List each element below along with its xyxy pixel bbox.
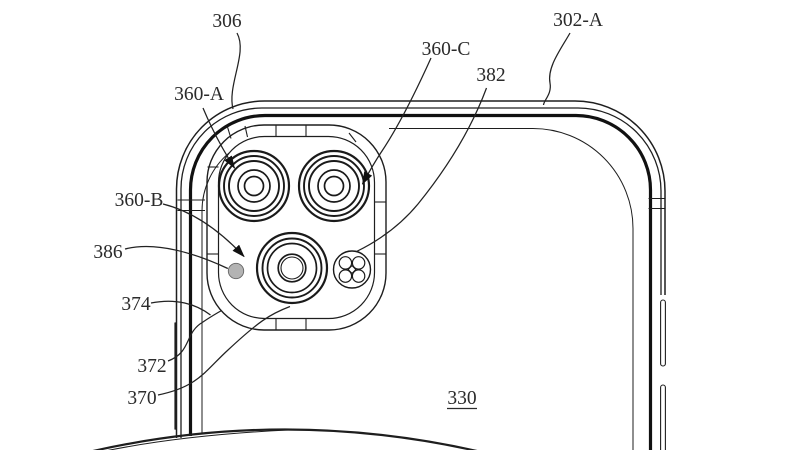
camera-lens-360B-bottom xyxy=(255,231,329,305)
label-306: 306 xyxy=(212,11,242,32)
lens-ring xyxy=(277,253,307,283)
lens-ring xyxy=(243,175,265,197)
label-330: 330 xyxy=(447,388,476,409)
lens-ring xyxy=(317,169,351,203)
lens-ring xyxy=(280,256,304,280)
label-382: 382 xyxy=(476,65,505,86)
lens-ring xyxy=(303,155,365,217)
label-386: 386 xyxy=(93,242,123,263)
lens-ring xyxy=(261,237,323,299)
bump-divider-tick xyxy=(226,126,232,139)
leader-lines xyxy=(124,32,571,396)
housing-outer-edge xyxy=(175,100,666,438)
flash-petal xyxy=(338,269,353,283)
lens-ring xyxy=(323,175,345,197)
frame-segment-right-lower xyxy=(660,384,666,450)
flash-petal xyxy=(338,256,353,270)
camera-bump-inner xyxy=(217,135,376,320)
lens-ring xyxy=(223,155,285,217)
stainless-band-line xyxy=(188,113,653,450)
label-360C: 360-C xyxy=(422,39,471,60)
leader-382 xyxy=(356,87,488,253)
frame-segment-right-upper xyxy=(660,299,666,367)
reference-labels: 306 302-A 360-C 382 360-A 360-B 386 374 … xyxy=(93,10,603,410)
label-302A: 302-A xyxy=(553,10,603,31)
lens-ring xyxy=(228,160,280,212)
bump-divider-tick xyxy=(348,132,357,143)
microphone-386-dot xyxy=(227,262,245,280)
dome-arc-inner xyxy=(107,429,289,450)
leader-360C xyxy=(361,57,432,185)
lens-ring xyxy=(308,160,360,212)
leader-302A xyxy=(542,32,571,106)
housing-outer-edge-inner-line xyxy=(180,107,662,438)
leader-386 xyxy=(124,245,229,270)
flash-center-diamond xyxy=(347,264,357,275)
bump-divider-tick xyxy=(244,125,249,138)
camera-bump xyxy=(206,124,387,331)
camera-lens-360C-top-right xyxy=(297,149,371,223)
label-372: 372 xyxy=(137,356,166,377)
dome-arc-outer xyxy=(92,428,478,450)
camera-bump-outer xyxy=(206,124,387,331)
lens-ring xyxy=(217,149,291,223)
label-360B: 360-B xyxy=(115,190,164,211)
label-370: 370 xyxy=(127,388,156,409)
leader-360A xyxy=(202,107,236,169)
bottom-dome xyxy=(92,428,478,450)
lens-ring xyxy=(266,242,318,294)
leader-372 xyxy=(167,309,222,362)
flash-outline xyxy=(332,250,372,289)
phone-housing xyxy=(174,100,666,450)
leader-306 xyxy=(231,32,241,110)
lens-ring xyxy=(255,231,329,305)
back-glass-edge-left xyxy=(201,152,230,434)
leader-374 xyxy=(150,300,211,316)
flash-petal xyxy=(351,269,366,283)
flash-cluster-382 xyxy=(332,250,372,289)
flash-petal xyxy=(351,256,366,270)
lens-ring xyxy=(237,169,271,203)
leader-360B xyxy=(162,203,245,258)
label-374: 374 xyxy=(121,294,151,315)
back-glass-edge-right xyxy=(389,128,634,450)
camera-lens-360A-top-left xyxy=(217,149,291,223)
lens-ring xyxy=(297,149,371,223)
leader-370 xyxy=(157,305,291,396)
label-360A: 360-A xyxy=(174,84,224,105)
